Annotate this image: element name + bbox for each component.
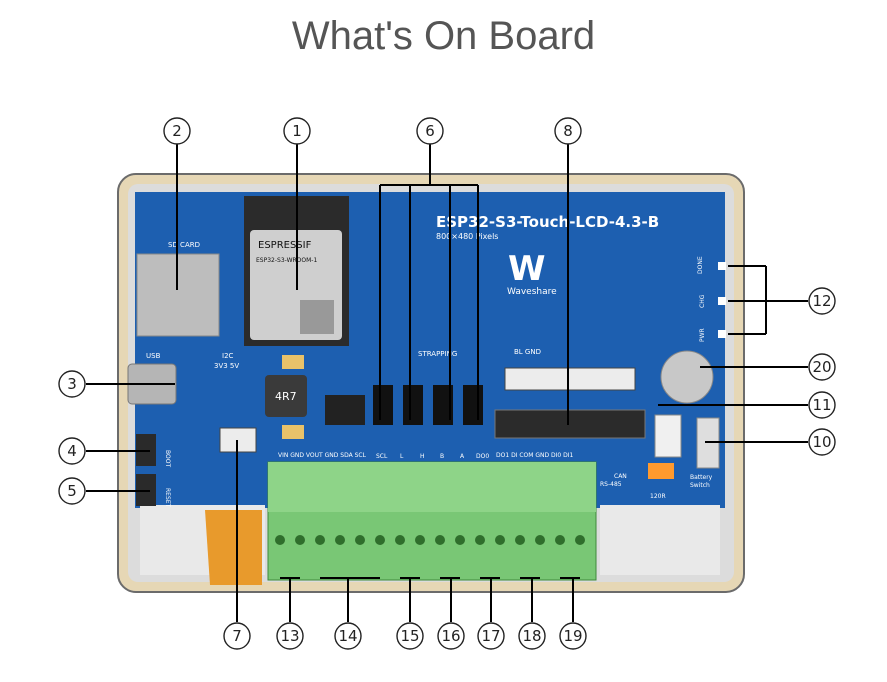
svg-text:19: 19 [563, 627, 582, 645]
usb-label: USB [146, 352, 161, 360]
callout-10: 10 [808, 428, 836, 456]
boot-label: BOOT [164, 450, 171, 467]
svg-text:6: 6 [425, 122, 435, 140]
header-b [463, 385, 483, 425]
battery-connector [654, 414, 682, 458]
header-label: SCL [376, 453, 388, 460]
bl-gnd-label: BL GND [514, 348, 541, 356]
callout-15: 15 [396, 622, 424, 650]
callout-6: 6 [416, 117, 444, 145]
callout-4: 4 [58, 437, 86, 465]
capacitor [282, 425, 304, 439]
callout-11: 11 [808, 391, 836, 419]
svg-text:14: 14 [338, 627, 357, 645]
ic-chip [325, 395, 365, 425]
svg-text:7: 7 [232, 627, 242, 645]
switch-label: Switch [690, 482, 710, 489]
callout-1: 1 [283, 117, 311, 145]
callout-2: 2 [163, 117, 191, 145]
inductor [265, 375, 307, 417]
svg-text:3: 3 [67, 375, 77, 393]
callout-3: 3 [58, 370, 86, 398]
board-resolution: 800×480 Pixels [436, 232, 498, 241]
strapping-label: STRAPPING [418, 350, 457, 358]
board-model: ESP32-S3-Touch-LCD-4.3-B [436, 213, 659, 231]
terminal-labels-left: VIN GND VOUT GND SDA SCL [278, 452, 367, 459]
header-label: B [440, 453, 444, 460]
header-label: A [460, 453, 465, 460]
header-scl [373, 385, 393, 425]
fpc-connector [504, 367, 636, 391]
svg-text:1: 1 [292, 122, 302, 140]
callout-20: 20 [808, 353, 836, 381]
volt-label: 3V3 5V [214, 362, 239, 370]
svg-text:18: 18 [522, 627, 541, 645]
svg-text:13: 13 [280, 627, 299, 645]
callout-5: 5 [58, 477, 86, 505]
rtc-battery-holder [660, 350, 714, 404]
callout-19: 19 [559, 622, 587, 650]
led-done [718, 262, 726, 270]
r120-label: 120R [650, 493, 666, 500]
capacitor [282, 355, 304, 369]
callout-16: 16 [437, 622, 465, 650]
svg-text:8: 8 [563, 122, 573, 140]
svg-text:20: 20 [812, 358, 831, 376]
svg-text:4: 4 [67, 442, 77, 460]
callout-8: 8 [554, 117, 582, 145]
waveshare-logo-icon: W [508, 249, 546, 289]
pwr-label: PWR [699, 328, 706, 342]
rs485-label: RS-485 [600, 481, 622, 488]
callout-18: 18 [518, 622, 546, 650]
fpc-connector-lcd [494, 409, 646, 439]
chg-label: CHG [699, 294, 706, 308]
svg-text:12: 12 [812, 292, 831, 310]
reset-label: RESET [164, 488, 171, 508]
module-brand: ESPRESSIF [258, 240, 312, 251]
i2c-label: I2C [222, 352, 234, 360]
svg-text:17: 17 [481, 627, 500, 645]
header-label: DO0 [476, 453, 489, 460]
header-label: L [400, 453, 404, 460]
svg-text:2: 2 [172, 122, 182, 140]
svg-text:10: 10 [812, 433, 831, 451]
header-l [403, 385, 423, 425]
foam-pad [600, 505, 720, 575]
brand-name: Waveshare [507, 287, 557, 297]
terminal-screws [275, 535, 585, 545]
led-chg [718, 297, 726, 305]
terminal-labels-right: DO1 DI COM GND DI0 DI1 [496, 452, 574, 459]
can-label: CAN [614, 473, 627, 480]
inductor-code: 4R7 [275, 390, 297, 403]
dip-switch [648, 463, 674, 479]
callout-14: 14 [334, 622, 362, 650]
led-pwr [718, 330, 726, 338]
callout-7: 7 [223, 622, 251, 650]
battery-label: Battery [690, 474, 713, 481]
done-label: DONE [697, 256, 704, 274]
callout-13: 13 [276, 622, 304, 650]
sd-card-label: SD CARD [168, 241, 200, 249]
svg-text:16: 16 [441, 627, 460, 645]
module-model: ESP32-S3-WROOM-1 [256, 257, 317, 264]
leader-lines [86, 144, 808, 622]
page-title: What's On Board [291, 14, 596, 58]
touch-flex-cable [205, 510, 262, 585]
svg-text:15: 15 [400, 627, 419, 645]
svg-text:11: 11 [812, 396, 831, 414]
header-h [433, 385, 453, 425]
svg-text:5: 5 [67, 482, 77, 500]
callout-17: 17 [477, 622, 505, 650]
callout-12: 12 [808, 287, 836, 315]
header-label: H [420, 453, 425, 460]
